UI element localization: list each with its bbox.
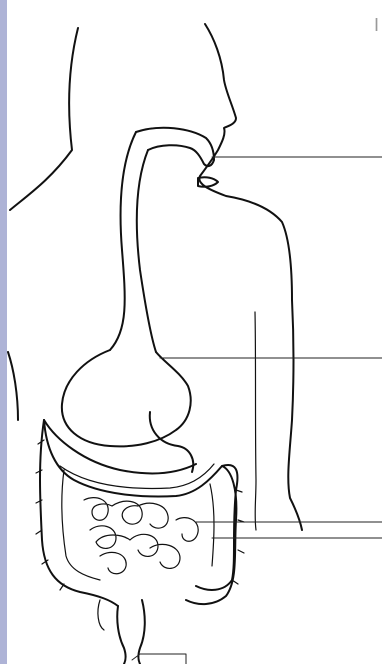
small-intestine-coils: [84, 498, 198, 574]
chest-front-outline: [288, 300, 302, 530]
ascending-colon-outer: [40, 420, 118, 606]
stomach-lower-curve: [150, 412, 193, 472]
esophagus-wall-outer: [110, 132, 136, 350]
stomach-outline: [62, 350, 191, 446]
descending-colon-inner: [210, 484, 214, 566]
left-arm-outline: [8, 352, 18, 420]
sternum-line: [255, 312, 256, 530]
body-outline-back: [10, 28, 78, 210]
esophagus-wall-inner: [137, 150, 156, 352]
appendix-outline: [98, 600, 104, 630]
mouth-cavity: [136, 128, 214, 166]
ascending-colon-inner: [62, 470, 100, 580]
